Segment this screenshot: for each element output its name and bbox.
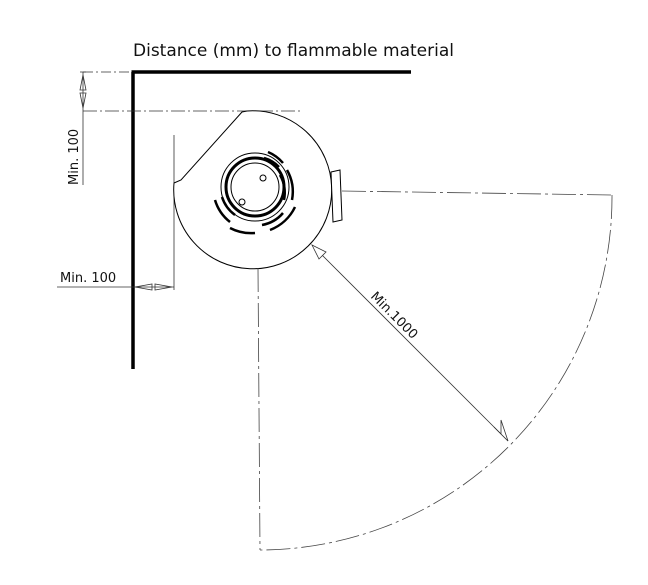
front-clearance-sector — [257, 190, 613, 551]
back-clearance-dimension — [79, 71, 300, 185]
side-clearance-dimension — [57, 135, 175, 291]
back-clearance-label: Min. 100 — [67, 129, 82, 185]
wall-corner — [131, 70, 411, 369]
stove-top-view — [173, 110, 343, 270]
front-clearance-dimension — [311, 244, 509, 442]
side-clearance-label: Min. 100 — [60, 271, 116, 286]
front-clearance-label: Min.1000 — [367, 289, 420, 342]
diagram-title: Distance (mm) to flammable material — [133, 41, 454, 61]
